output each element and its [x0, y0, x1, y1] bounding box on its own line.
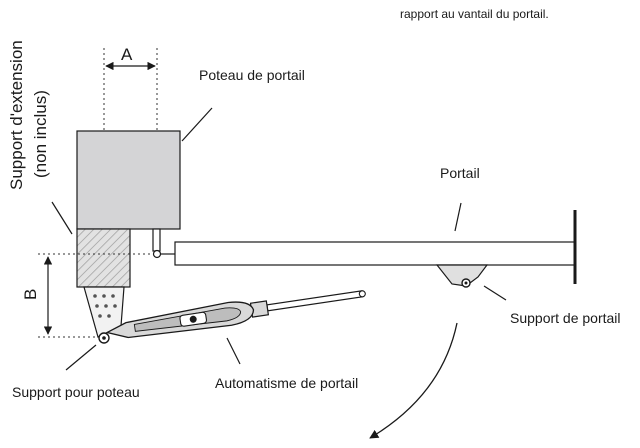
gate-post — [76, 130, 181, 230]
gate-leader — [454, 202, 462, 232]
post-bracket-leader — [65, 344, 97, 371]
opening-direction-arrow — [369, 322, 458, 439]
gate-post-label: Poteau de portail — [199, 67, 305, 83]
post-bracket-label: Support pour poteau — [12, 384, 140, 400]
extension-support-leader — [51, 201, 73, 235]
top-note-text: rapport au vantail du portail. — [400, 7, 549, 21]
gate-label: Portail — [440, 165, 480, 181]
dimension-a-label: A — [121, 45, 133, 64]
gate-leaf — [174, 210, 577, 284]
gate-opener-label: Automatisme de portail — [215, 375, 358, 391]
gate-bracket — [435, 264, 489, 288]
gate-bracket-leader — [483, 285, 507, 301]
extension-support — [76, 228, 131, 288]
extension-support-label-line2: (non inclus) — [31, 90, 50, 178]
gate-bracket-label: Support de portail — [510, 310, 621, 326]
gate-pivot — [152, 228, 175, 259]
dimension-b-label: B — [21, 289, 40, 300]
gate-post-leader — [181, 107, 213, 142]
extension-support-label-line1: Support d'extension — [7, 40, 26, 190]
gate-opener — [105, 290, 366, 339]
gate-opener-leader — [226, 337, 241, 365]
post-bracket — [83, 286, 125, 344]
